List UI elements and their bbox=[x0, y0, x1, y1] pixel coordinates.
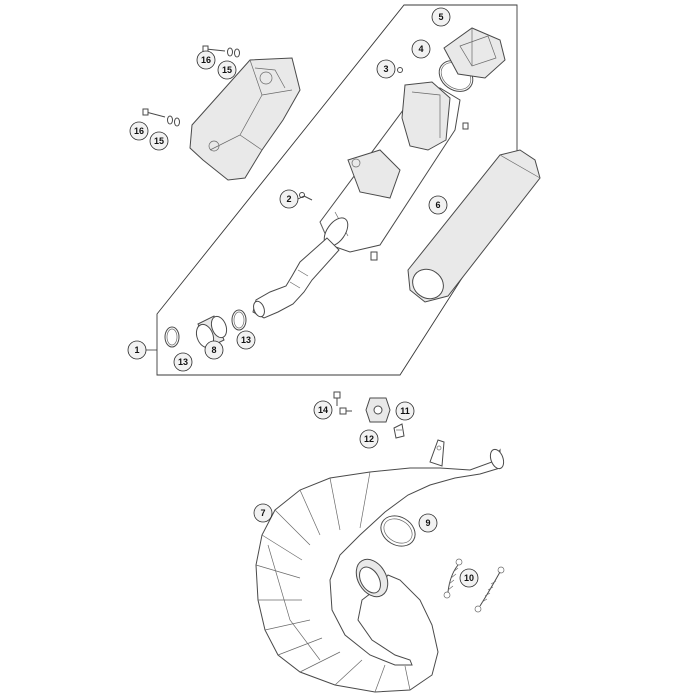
svg-text:14: 14 bbox=[318, 405, 328, 415]
leader-2 bbox=[297, 195, 305, 200]
svg-text:16: 16 bbox=[134, 126, 144, 136]
o-ring-13-right bbox=[231, 309, 247, 331]
o-ring-9 bbox=[380, 515, 416, 547]
svg-text:12: 12 bbox=[364, 434, 374, 444]
springs-10 bbox=[443, 558, 505, 613]
callout-6: 6 bbox=[428, 195, 448, 215]
callout-16-upper: 16 bbox=[196, 50, 216, 70]
clip-11 bbox=[393, 423, 405, 439]
svg-text:15: 15 bbox=[154, 136, 164, 146]
screws-14 bbox=[333, 391, 352, 415]
callout-12: 12 bbox=[359, 429, 379, 449]
silencer-holder-bracket bbox=[189, 57, 301, 181]
callout-8: 8 bbox=[204, 340, 224, 360]
svg-text:11: 11 bbox=[400, 406, 410, 416]
svg-text:4: 4 bbox=[418, 44, 423, 54]
svg-text:7: 7 bbox=[260, 508, 265, 518]
svg-text:3: 3 bbox=[383, 64, 388, 74]
svg-text:1: 1 bbox=[134, 345, 139, 355]
bolt-16-upper bbox=[202, 45, 240, 58]
o-ring-13-left bbox=[164, 326, 180, 348]
callout-3: 3 bbox=[376, 59, 396, 79]
rubber-mount-12 bbox=[365, 397, 391, 423]
callout-13-right: 13 bbox=[236, 330, 256, 350]
end-cap-5 bbox=[443, 27, 506, 79]
callout-15-upper: 15 bbox=[217, 60, 237, 80]
svg-text:5: 5 bbox=[438, 12, 443, 22]
callout-2: 2 bbox=[279, 189, 299, 209]
svg-text:15: 15 bbox=[222, 65, 232, 75]
screw-right bbox=[462, 122, 469, 130]
svg-text:8: 8 bbox=[211, 345, 216, 355]
connector-8 bbox=[195, 315, 228, 349]
svg-text:16: 16 bbox=[201, 55, 211, 65]
screw-2 bbox=[299, 192, 313, 201]
screw-bottom bbox=[370, 251, 378, 261]
svg-text:6: 6 bbox=[435, 200, 440, 210]
callout-7: 7 bbox=[253, 503, 273, 523]
silencer-group-frame bbox=[156, 4, 518, 376]
callout-15-lower: 15 bbox=[149, 131, 169, 151]
svg-text:9: 9 bbox=[425, 518, 430, 528]
callout-10: 10 bbox=[459, 568, 479, 588]
svg-text:13: 13 bbox=[178, 357, 188, 367]
callout-16-lower: 16 bbox=[129, 121, 149, 141]
silencer-body bbox=[252, 81, 461, 319]
callout-1: 1 bbox=[127, 340, 147, 360]
callout-13-left: 13 bbox=[173, 352, 193, 372]
callout-9: 9 bbox=[418, 513, 438, 533]
svg-text:2: 2 bbox=[286, 194, 291, 204]
callout-4: 4 bbox=[411, 39, 431, 59]
exhaust-pipe-7 bbox=[255, 439, 505, 693]
screw-3 bbox=[397, 67, 403, 73]
callout-5: 5 bbox=[431, 7, 451, 27]
silencer-packing-6 bbox=[407, 149, 541, 303]
svg-text:13: 13 bbox=[241, 335, 251, 345]
bolt-16-lower bbox=[142, 108, 180, 127]
callout-11: 11 bbox=[395, 401, 415, 421]
callout-14: 14 bbox=[313, 400, 333, 420]
svg-text:10: 10 bbox=[464, 573, 474, 583]
